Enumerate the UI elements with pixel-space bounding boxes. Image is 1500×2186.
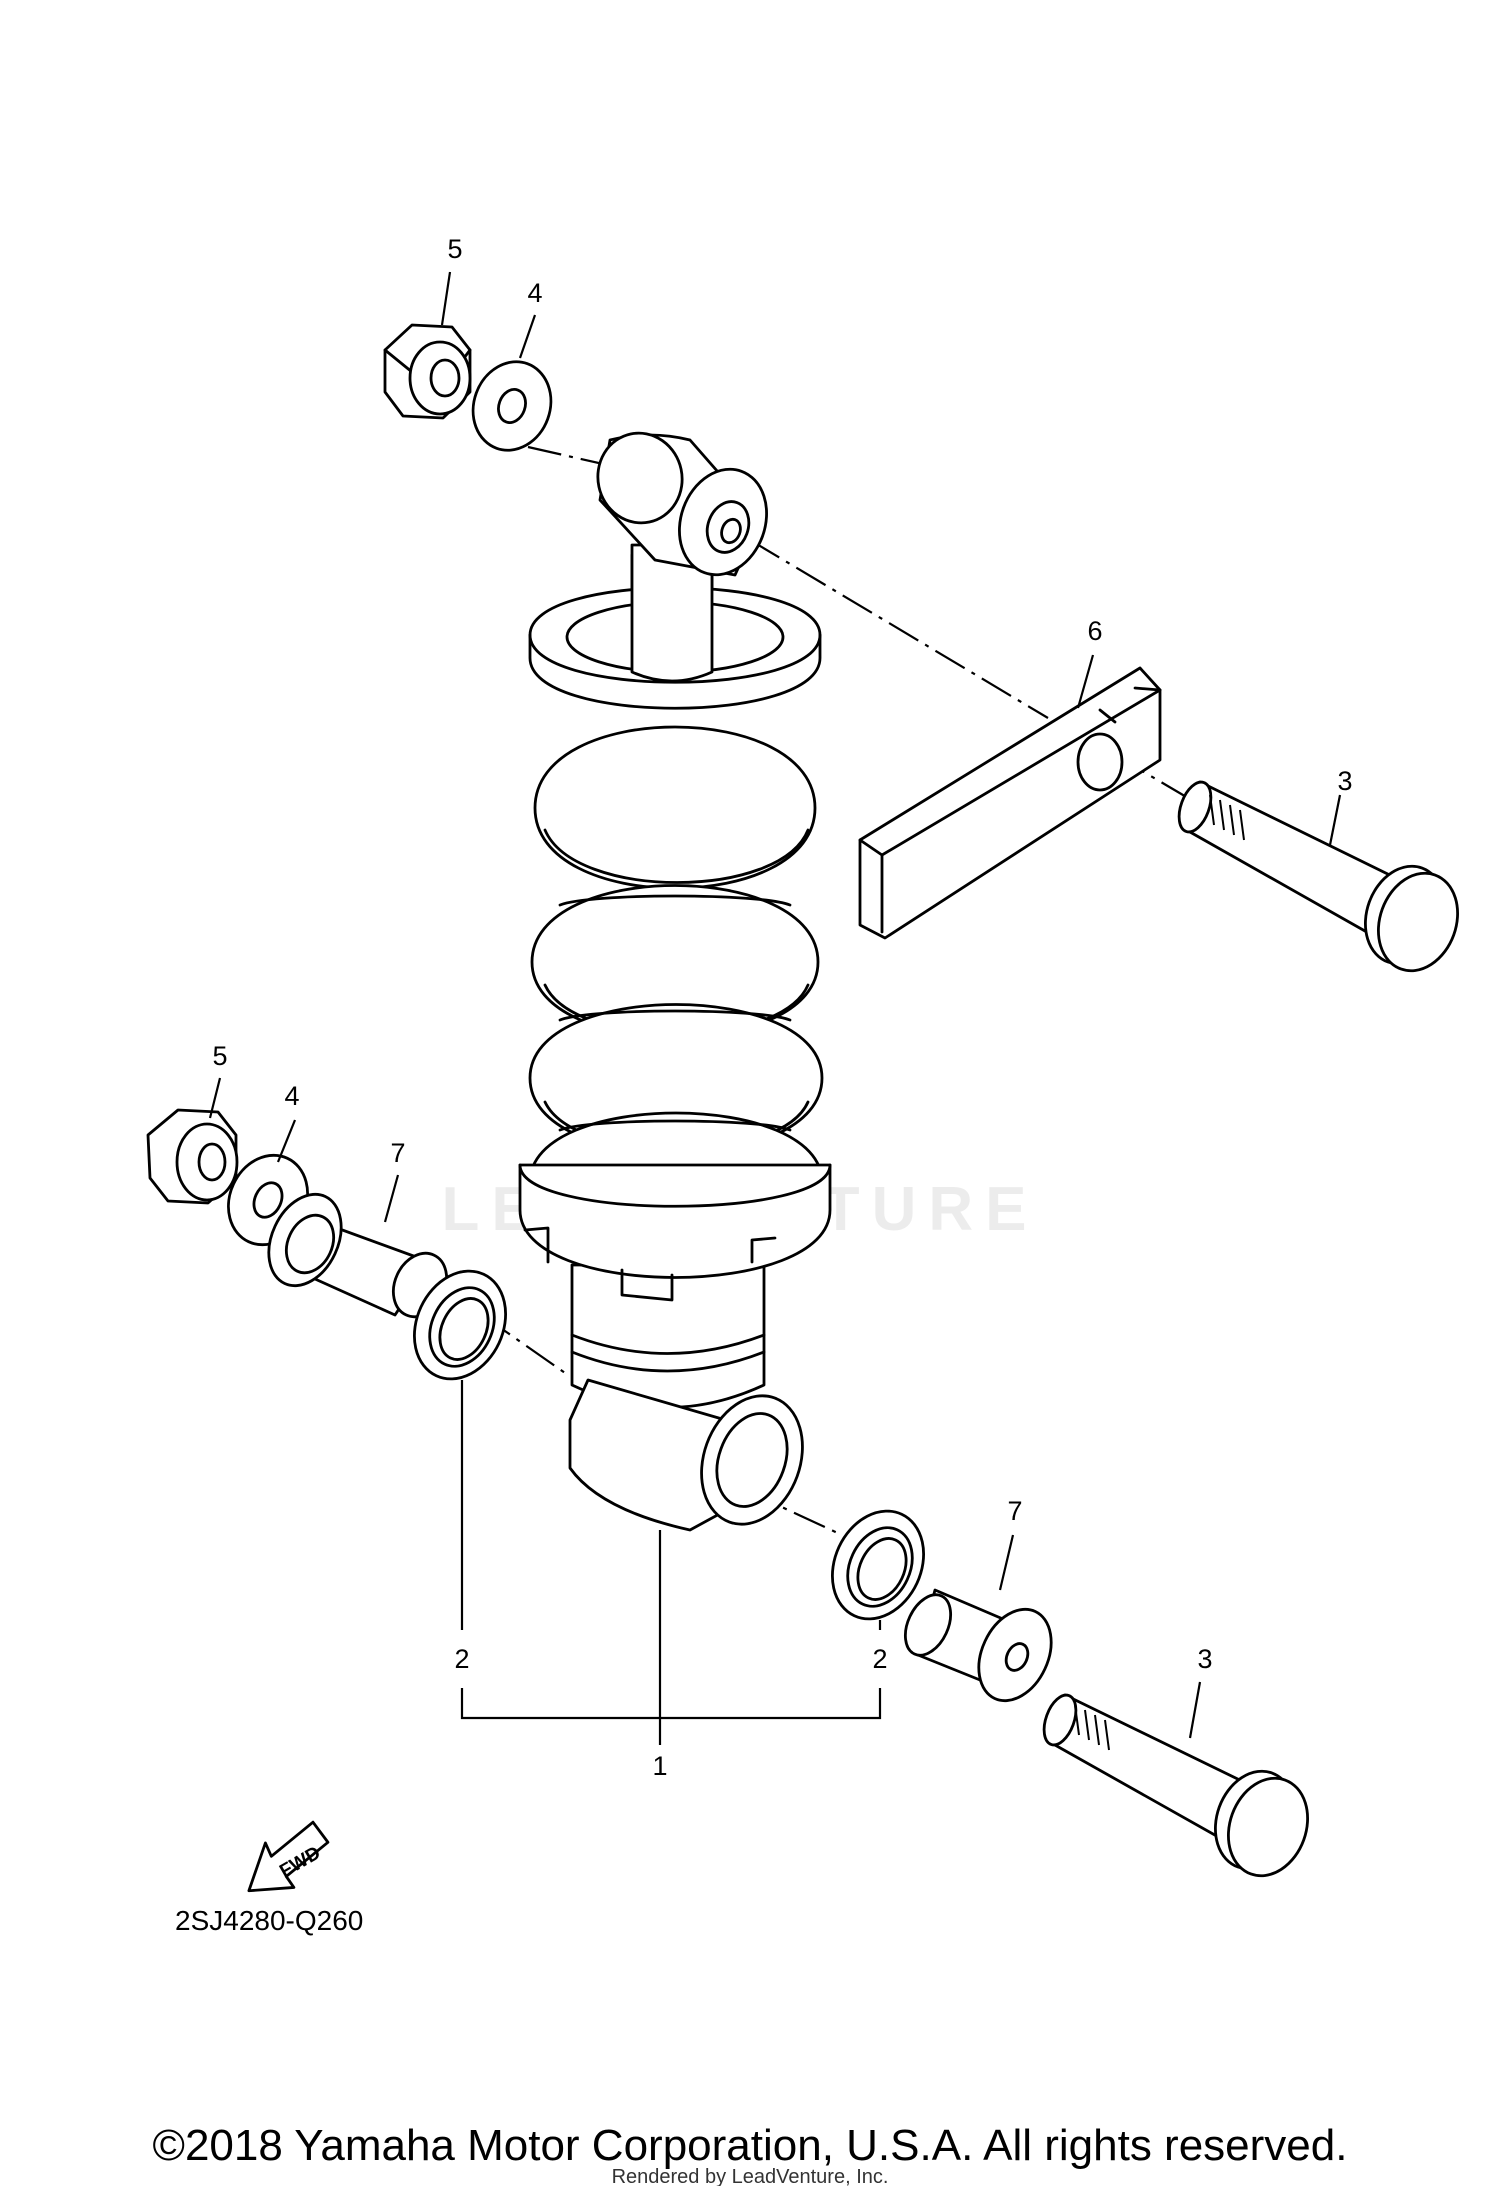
rendered-by-notice: Rendered by LeadVenture, Inc. <box>612 2166 889 2186</box>
callout-numbers: 5 4 6 3 5 4 7 7 3 2 2 1 <box>212 234 1352 1781</box>
washer-upper <box>471 360 553 452</box>
callout-2-left: 2 <box>454 1644 469 1674</box>
callout-7-lower-left: 7 <box>390 1138 405 1168</box>
callout-5-upper: 5 <box>447 234 462 264</box>
callout-6: 6 <box>1087 616 1102 646</box>
bolt-upper <box>1177 780 1459 973</box>
nut-lower <box>146 1108 239 1205</box>
leader-lines <box>208 271 1342 1745</box>
shock-absorber-assy <box>518 431 832 1532</box>
callout-1: 1 <box>652 1751 667 1781</box>
callout-2-right: 2 <box>872 1644 887 1674</box>
protector-plate <box>858 666 1162 940</box>
nut-upper <box>383 323 472 420</box>
fwd-arrow-icon: FWD <box>247 1820 330 1893</box>
collar-left <box>267 1192 449 1319</box>
callout-3-lower: 3 <box>1197 1644 1212 1674</box>
oil-seal-left <box>413 1269 507 1381</box>
spring <box>528 725 824 1250</box>
collar-right <box>903 1588 1053 1703</box>
bolt-lower <box>1042 1693 1309 1878</box>
oil-seal-right <box>831 1509 925 1621</box>
copyright-notice: ©2018 Yamaha Motor Corporation, U.S.A. A… <box>153 2121 1348 2170</box>
callout-5-lower: 5 <box>212 1041 227 1071</box>
diagram-code: 2SJ4280-Q260 <box>175 1905 363 1936</box>
callout-4-lower: 4 <box>284 1081 299 1111</box>
callout-7-lower-right: 7 <box>1007 1496 1022 1526</box>
callout-4-upper: 4 <box>527 278 542 308</box>
callout-3-upper: 3 <box>1337 766 1352 796</box>
